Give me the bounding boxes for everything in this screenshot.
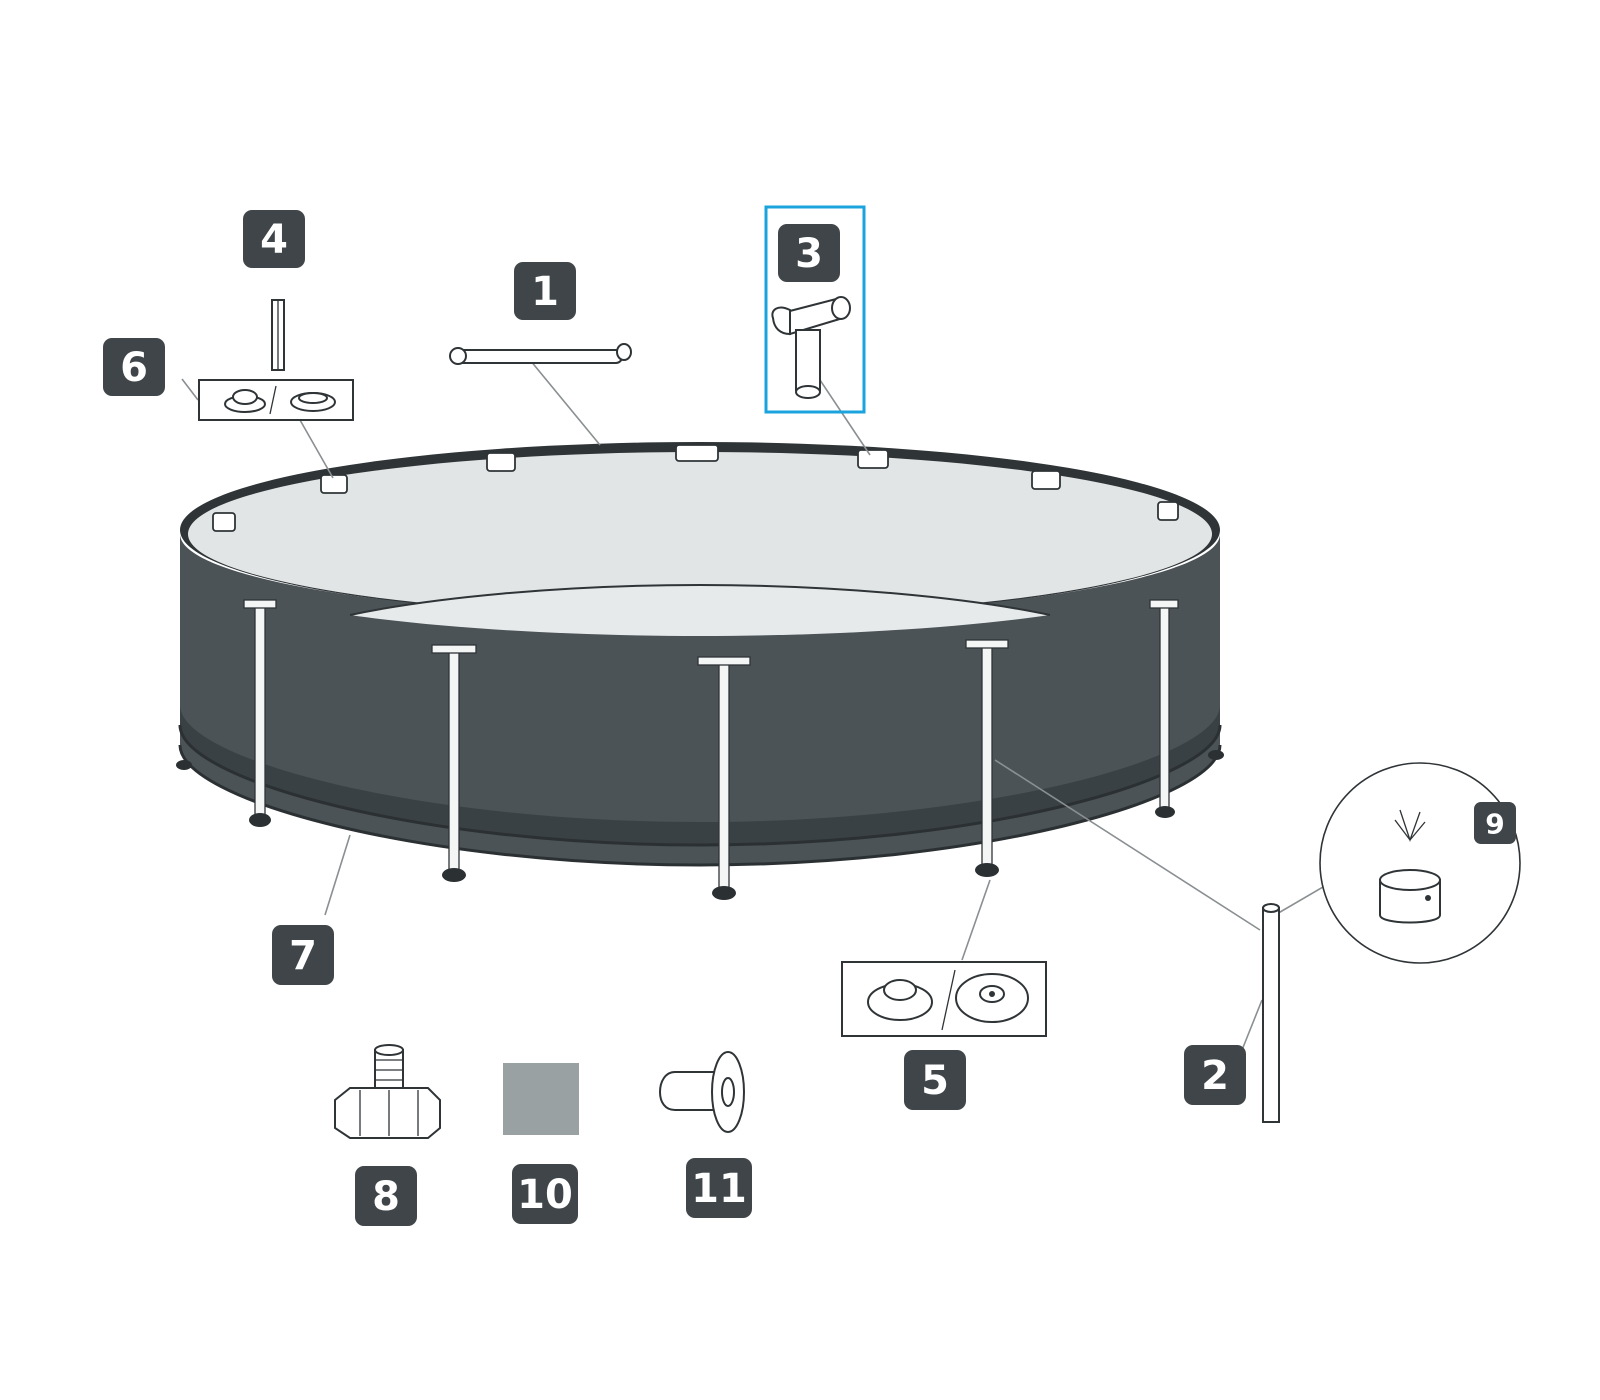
highlight-frame-part-3 (764, 205, 866, 414)
svg-text:2: 2 (1201, 1053, 1229, 1099)
label-9: 9 (1474, 802, 1516, 844)
svg-text:5: 5 (921, 1058, 949, 1104)
label-2: 2 (1184, 1045, 1246, 1105)
pool-floor (350, 585, 1050, 636)
label-3: 3 (778, 224, 840, 282)
label-11: 11 (686, 1158, 752, 1218)
label-6: 6 (103, 338, 165, 396)
svg-text:11: 11 (691, 1166, 747, 1212)
part-5-feet (841, 961, 1047, 1037)
svg-text:7: 7 (289, 933, 317, 979)
part-9-detail (1319, 762, 1521, 964)
rim-joints (212, 444, 1179, 532)
label-7: 7 (272, 925, 334, 985)
part-3-t-joint (771, 296, 851, 399)
svg-text:10: 10 (517, 1172, 573, 1218)
part-6-caps (198, 379, 354, 421)
svg-text:1: 1 (531, 269, 559, 315)
svg-text:8: 8 (372, 1174, 400, 1220)
pool-inner-wall (188, 452, 1212, 616)
pool-lower-band (180, 705, 1220, 845)
part-2-leg (1262, 903, 1280, 1123)
front-poles (176, 599, 1224, 900)
svg-text:3: 3 (795, 231, 823, 277)
label-5: 5 (904, 1050, 966, 1110)
label-4: 4 (243, 210, 305, 268)
part-8-connector (334, 1044, 441, 1139)
number-labels: 1 2 3 4 5 6 7 8 (103, 210, 1516, 1226)
leader-lines (181, 359, 1336, 1061)
svg-text:6: 6 (120, 345, 148, 391)
part-1-top-rail (449, 343, 632, 365)
label-1: 1 (514, 262, 576, 320)
label-10: 10 (512, 1164, 578, 1224)
part-4-pin (271, 299, 285, 371)
label-8: 8 (355, 1166, 417, 1226)
part-11-plug (658, 1051, 745, 1133)
part-10-patch (503, 1063, 579, 1135)
pool-illustration (176, 442, 1224, 900)
svg-text:4: 4 (260, 217, 288, 263)
svg-text:9: 9 (1485, 808, 1504, 841)
